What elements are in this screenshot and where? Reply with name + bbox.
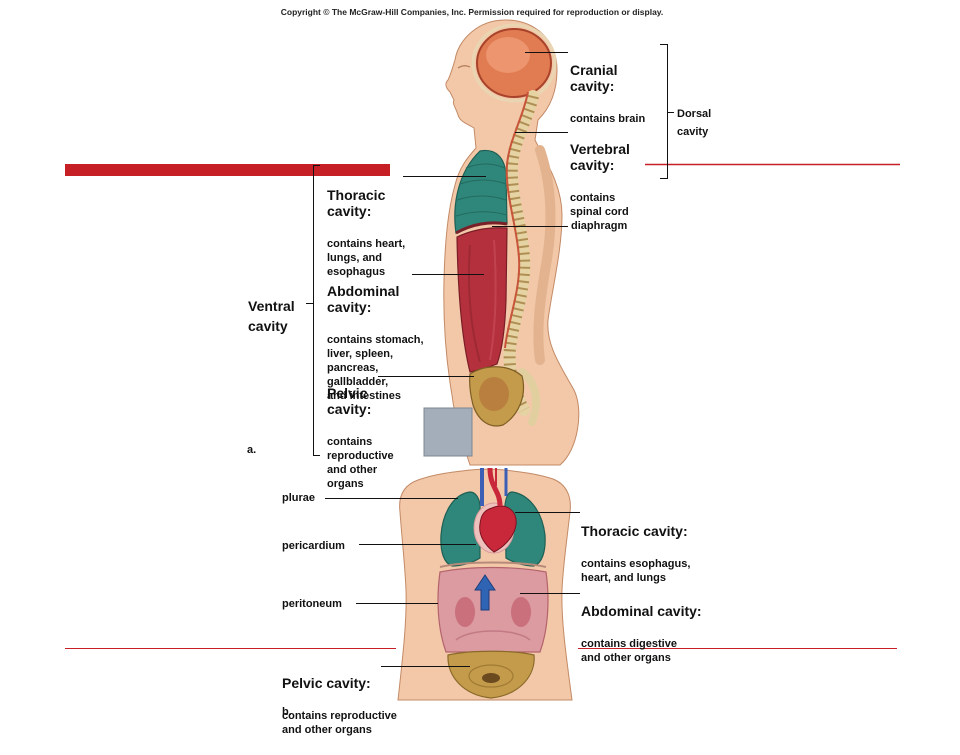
skull <box>471 23 557 103</box>
eyebrow <box>457 65 471 69</box>
pelvic-cavity-title-b: Pelvic cavity: <box>282 675 371 691</box>
figure-a-illustration <box>423 19 580 466</box>
thoracic-cavity-desc-a: contains heart, lungs, and esophagus <box>327 238 406 278</box>
panel-label-a: a. <box>247 444 257 456</box>
dorsal-cavity-label: Dorsal cavity <box>677 108 712 138</box>
cranial-cavity-label: Cranial cavity: contains brain <box>570 44 645 144</box>
intestine-outline <box>455 630 531 641</box>
rib-line <box>465 163 506 169</box>
vertebral-cavity-label: Vertebral cavity: contains spinal cord <box>570 123 630 237</box>
dorsal-bracket <box>660 44 668 179</box>
thoracic-cavity-title-b: Thoracic cavity: <box>581 523 688 539</box>
pericardium-label: pericardium <box>282 540 345 552</box>
abdominal-cavity-label-a: Abdominal cavity: contains stomach, live… <box>327 265 424 421</box>
thoracic-cavity-region <box>454 149 508 234</box>
right-lung <box>504 491 546 567</box>
peritoneum-label: peritoneum <box>282 598 342 610</box>
pelvic-outlet <box>482 673 500 683</box>
slide-canvas <box>65 19 900 701</box>
rib-line <box>459 179 507 185</box>
pelvic-cavity-desc-b: contains reproductive and other organs <box>282 710 397 736</box>
abdominal-shading <box>468 244 481 363</box>
vertebral-cavity-desc: contains spinal cord <box>570 192 629 218</box>
abdominal-region <box>437 566 549 653</box>
pelvic-cavity-desc-a: contains reproductive and other organs <box>327 436 394 490</box>
back-muscle-shading <box>533 145 556 365</box>
cranial-cavity-desc: contains brain <box>570 113 646 125</box>
thoracic-cavity-title-a: Thoracic cavity: <box>327 187 386 219</box>
abdominal-cavity-label-b: Abdominal cavity: contains digestive and… <box>581 585 702 683</box>
plurae-label: plurae <box>282 492 316 504</box>
thoracic-cavity-desc-b: contains esophagus, heart, and lungs <box>581 558 691 584</box>
leader-lines <box>306 44 674 667</box>
abdominal-cavity-title-b: Abdominal cavity: <box>581 603 702 619</box>
left-lung <box>440 491 481 567</box>
panel-label-b: b. <box>282 706 292 718</box>
left-kidney <box>455 597 475 627</box>
abdominal-cavity-desc-b: contains digestive and other organs <box>581 638 677 664</box>
spinal-cord <box>504 91 529 349</box>
cranial-cavity-title: Cranial cavity: <box>570 62 618 94</box>
pelvic-cavity-label-a: Pelvic cavity: contains reproductive and… <box>327 367 394 509</box>
brain-highlight <box>486 37 530 73</box>
ventral-cavity-label: Ventral cavity <box>248 298 295 334</box>
rib-line <box>455 211 508 217</box>
aorta <box>487 467 503 507</box>
pelvic-cavity-title-a: Pelvic cavity: <box>327 385 372 417</box>
thoracic-cavity-label-a: Thoracic cavity: contains heart, lungs, … <box>327 169 405 297</box>
bladder <box>479 377 509 411</box>
ventral-bracket <box>313 165 320 456</box>
right-kidney <box>511 597 531 627</box>
abdominal-cavity-title-a: Abdominal cavity: <box>327 283 400 315</box>
pelvic-bone <box>518 368 541 426</box>
up-arrow-icon <box>474 574 496 611</box>
figure-b-illustration <box>397 467 573 701</box>
spinal-column <box>503 90 539 416</box>
diaphragm-line <box>439 561 547 568</box>
red-accent-bar <box>65 164 390 176</box>
abdominal-shading <box>489 239 497 361</box>
placeholder-square <box>423 407 473 457</box>
abdominal-cavity-desc-a: contains stomach, liver, spleen, pancrea… <box>327 334 424 402</box>
copyright-notice: Copyright © The McGraw-Hill Companies, I… <box>280 7 664 17</box>
diaphragm-band <box>455 221 508 235</box>
diaphragm-label: diaphragm <box>571 220 628 232</box>
heart <box>479 505 517 553</box>
rib-line <box>456 195 507 201</box>
pelvic-cavity-label-b: Pelvic cavity: contains reproductive and… <box>282 657 397 755</box>
thoracic-cavity-label-b: Thoracic cavity: contains esophagus, hea… <box>581 505 690 603</box>
slide-decoration <box>65 163 900 649</box>
vertebral-cavity-title: Vertebral cavity: <box>570 141 630 173</box>
pelvic-rim <box>468 664 514 688</box>
